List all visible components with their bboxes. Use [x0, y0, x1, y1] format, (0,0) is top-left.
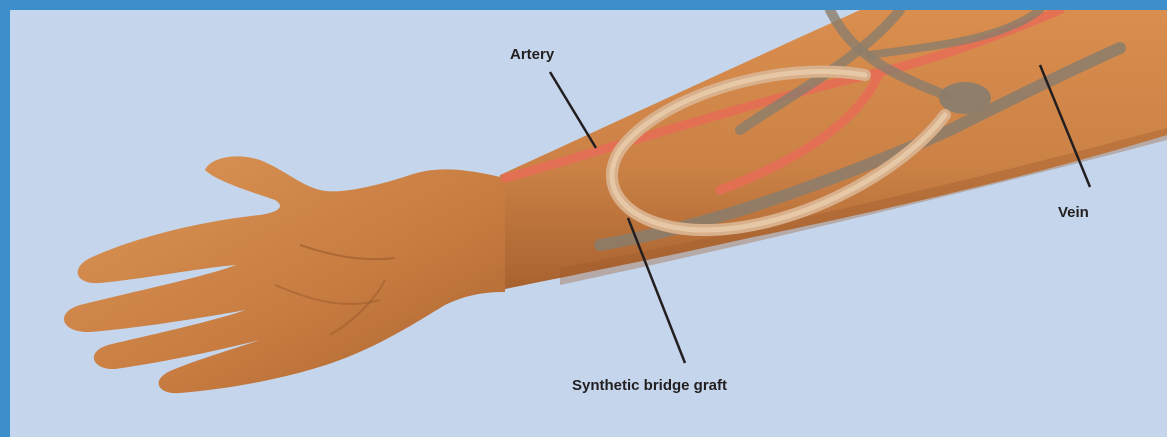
artery-label: Artery	[510, 46, 554, 63]
vein-bulge	[939, 82, 991, 114]
artery-leader-line	[550, 72, 596, 148]
hand-shape	[64, 156, 505, 393]
graft-label: Synthetic bridge graft	[572, 377, 727, 394]
vein-label: Vein	[1058, 204, 1089, 221]
